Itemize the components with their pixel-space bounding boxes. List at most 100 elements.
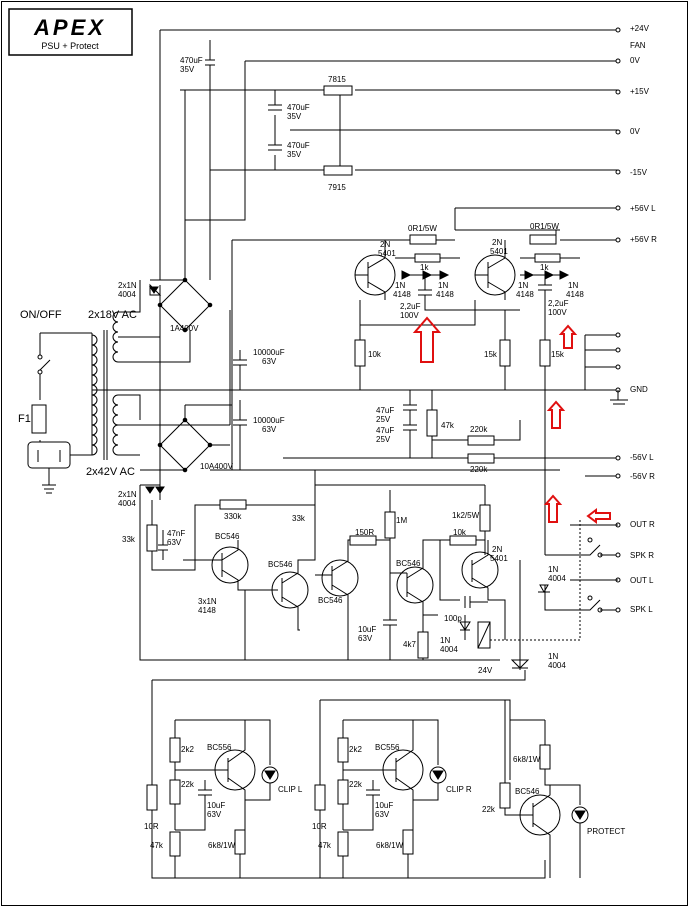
red-arrow-icon: [412, 316, 442, 363]
transformer: [91, 280, 230, 460]
label-r150: 150R: [355, 528, 374, 537]
net-p24: +24V: [630, 24, 650, 33]
label-onoff: ON/OFF: [20, 309, 62, 321]
label-q556b: BC556: [375, 743, 400, 752]
label-d4148e: 1N: [518, 281, 528, 290]
label-q5401: 2N: [492, 545, 502, 554]
label-r47kb: 47k: [318, 841, 332, 850]
label-r22ka: 22k: [181, 780, 195, 789]
label-bridge2: 10A400V: [200, 462, 234, 471]
label-r220ka: 220k: [470, 425, 488, 434]
label-c22l-v: 100V: [400, 311, 419, 320]
label-q546e: BC546: [515, 787, 540, 796]
label-d1n3a: 1N: [548, 652, 558, 661]
net-fan-0v: 0V: [630, 56, 640, 65]
label-ac18: 2x18V AC: [88, 309, 137, 321]
label-r47ka: 47k: [150, 841, 164, 850]
label-c47n-v: 63V: [167, 538, 182, 547]
red-arrow-icon: [586, 508, 611, 524]
label-c22r: 2,2uF: [548, 299, 569, 308]
net-m56r: -56V R: [630, 472, 655, 481]
label-d4148d: 4148: [436, 290, 454, 299]
net-outr: OUT R: [630, 520, 655, 529]
label-c470b: 470uF: [287, 103, 310, 112]
label-c470c-v: 35V: [287, 150, 302, 159]
label-c10ka-v: 63V: [262, 357, 277, 366]
label-c10kb-v: 63V: [262, 425, 277, 434]
label-c47b: 47uF: [376, 426, 394, 435]
annotation-arrows: [412, 316, 611, 524]
label-q556a: BC556: [207, 743, 232, 752]
label-qr-b: 5401: [490, 247, 508, 256]
label-d1n-b: 4004: [440, 645, 458, 654]
label-ql-b: 5401: [378, 249, 396, 258]
net-spkr: SPK R: [630, 551, 654, 560]
label-c47n: 47nF: [167, 529, 185, 538]
label-f1: F1: [18, 413, 31, 425]
label-r6k8a: 6k8/1W: [208, 841, 236, 850]
label-q546a: BC546: [215, 532, 240, 541]
net-outl: OUT L: [630, 576, 654, 585]
label-protect: PROTECT: [587, 827, 625, 836]
mains-socket: [27, 441, 71, 469]
label-r10ra: 10R: [144, 822, 159, 831]
label-c10ka: 10000uF: [253, 348, 285, 357]
label-d4148h: 4148: [566, 290, 584, 299]
label-c10kb: 10000uF: [253, 416, 285, 425]
label-c470a: 470uF: [180, 56, 203, 65]
label-d1n2b: 4004: [548, 574, 566, 583]
label-r22kb: 22k: [349, 780, 363, 789]
label-r10rb: 10R: [312, 822, 327, 831]
label-d4148b: 4148: [393, 290, 411, 299]
net-p56l: +56V L: [630, 204, 656, 213]
label-c22l: 2,2uF: [400, 302, 421, 311]
mains-input: [27, 332, 92, 494]
label-c10r-v: 63V: [375, 810, 390, 819]
label-7915: 7915: [328, 183, 346, 192]
indicator-circuits: [146, 670, 589, 879]
label-d1a: 2x1N: [118, 281, 137, 290]
net-m15: -15V: [630, 168, 648, 177]
label-clipr: CLIP R: [446, 785, 472, 794]
label-ql-a: 2N: [380, 240, 390, 249]
label-d3x: 3x1N: [198, 597, 217, 606]
logo-brand: APEX: [33, 15, 106, 40]
net-m56l: -56V L: [630, 453, 654, 462]
regulator-7815: [323, 85, 353, 96]
label-d1n2a: 1N: [548, 565, 558, 574]
label-r330k: 330k: [224, 512, 242, 521]
label-r1k-left: 1k: [420, 263, 429, 272]
net-gnd: GND: [630, 385, 648, 394]
terminals: [615, 27, 621, 583]
label-c22r-v: 100V: [548, 308, 567, 317]
label-r10kb: 10k: [453, 528, 467, 537]
label-c10uf: 10uF: [358, 625, 376, 634]
label-r6k8c: 6k8/1W: [513, 755, 541, 764]
label-q5401-b: 5401: [490, 554, 508, 563]
label-r1k-right: 1k: [540, 263, 549, 272]
label-r0r1-right: 0R1/5W: [530, 222, 559, 231]
label-d2b: 4004: [118, 499, 136, 508]
regulator-7915: [323, 165, 353, 176]
label-r2k2b: 2k2: [349, 745, 362, 754]
label-r1k2: 1k2/5W: [452, 511, 480, 520]
label-r33kb: 33k: [292, 514, 306, 523]
protection-circuit: [139, 470, 621, 670]
label-c10l: 10uF: [207, 801, 225, 810]
label-d1b: 4004: [118, 290, 136, 299]
label-ac42: 2x42V AC: [86, 466, 135, 478]
label-d1n-a: 1N: [440, 636, 450, 645]
label-d1n3b: 4004: [548, 661, 566, 670]
label-c470b-v: 35V: [287, 112, 302, 121]
label-r220kb: 220k: [470, 465, 488, 474]
supply-rails: [92, 29, 618, 477]
label-d2a: 2x1N: [118, 490, 137, 499]
label-r47k: 47k: [441, 421, 455, 430]
logo-block: APEX PSU + Protect: [8, 8, 133, 56]
label-r1m: 1M: [396, 516, 407, 525]
red-arrow-icon: [543, 494, 563, 523]
ground-filter: [283, 390, 585, 464]
label-c47b-v: 25V: [376, 435, 391, 444]
